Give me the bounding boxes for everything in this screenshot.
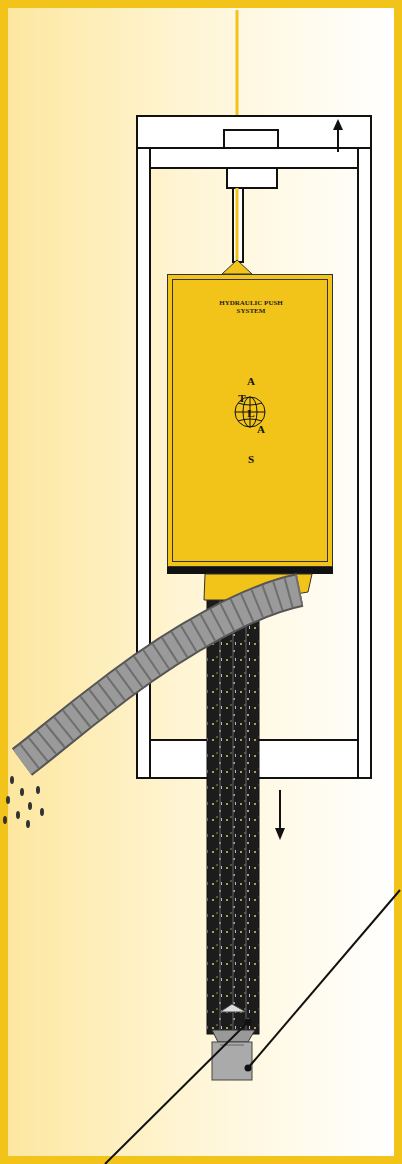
hose: [22, 590, 300, 762]
rod-lines: [220, 600, 246, 1030]
base-band: [167, 566, 333, 574]
unit-label: HYDRAULIC PUSH SYSTEM: [213, 299, 289, 315]
globe-logo: [235, 397, 265, 427]
leader-dot: [245, 1065, 252, 1072]
up-arrow: [333, 119, 343, 152]
push-rod: [207, 596, 259, 1034]
logo-letter: L: [244, 407, 258, 419]
logo-letter: A: [244, 375, 258, 387]
logo-letter: T: [235, 392, 249, 404]
down-arrow: [275, 790, 285, 840]
spray: [3, 776, 44, 828]
background: [8, 8, 394, 1156]
leader-dot: [245, 1019, 252, 1026]
hydraulic-unit: HYDRAULIC PUSH SYSTEMATLAS: [167, 274, 333, 567]
leader-line: [105, 890, 400, 1164]
probe-tip: [212, 1004, 255, 1080]
coupler: [222, 260, 252, 274]
logo-letter: S: [244, 453, 258, 465]
logo-letter: A: [254, 423, 268, 435]
piston-rod: [233, 188, 243, 262]
